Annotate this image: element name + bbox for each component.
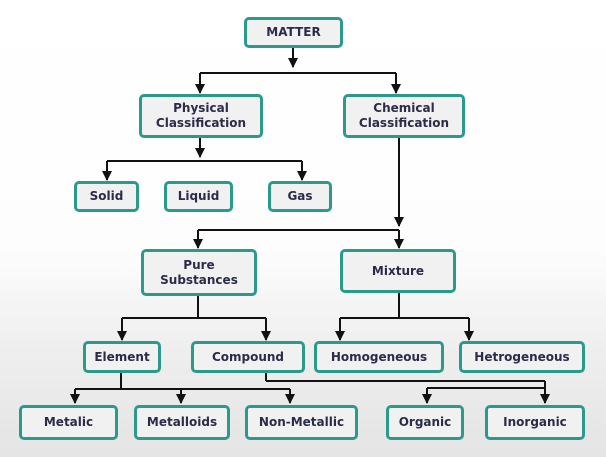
node-matter-label: MATTER [266, 25, 321, 39]
node-pure-substances-label: Pure Substances [160, 257, 238, 287]
node-metalic: Metalic [19, 405, 118, 440]
node-inorganic: Inorganic [485, 405, 585, 440]
node-solid-label: Solid [89, 189, 124, 203]
node-hetrogeneous: Hetrogeneous [459, 341, 585, 373]
node-chemical-classification-label: Chemical Classification [358, 101, 450, 130]
node-inorganic-label: Inorganic [503, 415, 567, 429]
node-metalloids-label: Metalloids [146, 415, 218, 429]
node-gas-label: Gas [287, 189, 313, 203]
node-metalloids: Metalloids [134, 405, 230, 440]
node-liquid: Liquid [164, 181, 233, 212]
node-solid: Solid [74, 181, 139, 212]
node-mixture-label: Mixture [371, 263, 425, 278]
node-non-metallic-label: Non-Metallic [258, 415, 345, 429]
node-element: Element [83, 341, 161, 373]
node-matter: MATTER [244, 17, 343, 48]
node-physical-classification-label: Physical Classification [155, 101, 247, 130]
node-chemical-classification: Chemical Classification [343, 94, 465, 138]
node-hetrogeneous-label: Hetrogeneous [474, 349, 570, 364]
node-metalic-label: Metalic [43, 415, 94, 429]
node-pure-substances: Pure Substances [141, 249, 257, 296]
node-liquid-label: Liquid [177, 189, 220, 203]
node-homogeneous: Homogeneous [314, 341, 444, 373]
node-compound: Compound [191, 341, 305, 373]
node-homogeneous-label: Homogeneous [330, 349, 428, 364]
node-non-metallic: Non-Metallic [245, 405, 358, 440]
node-organic: Organic [386, 405, 464, 440]
node-compound-label: Compound [211, 349, 285, 364]
node-element-label: Element [94, 349, 150, 364]
node-organic-label: Organic [398, 415, 452, 429]
node-physical-classification: Physical Classification [139, 94, 263, 138]
node-gas: Gas [268, 181, 332, 212]
node-mixture: Mixture [340, 249, 456, 293]
